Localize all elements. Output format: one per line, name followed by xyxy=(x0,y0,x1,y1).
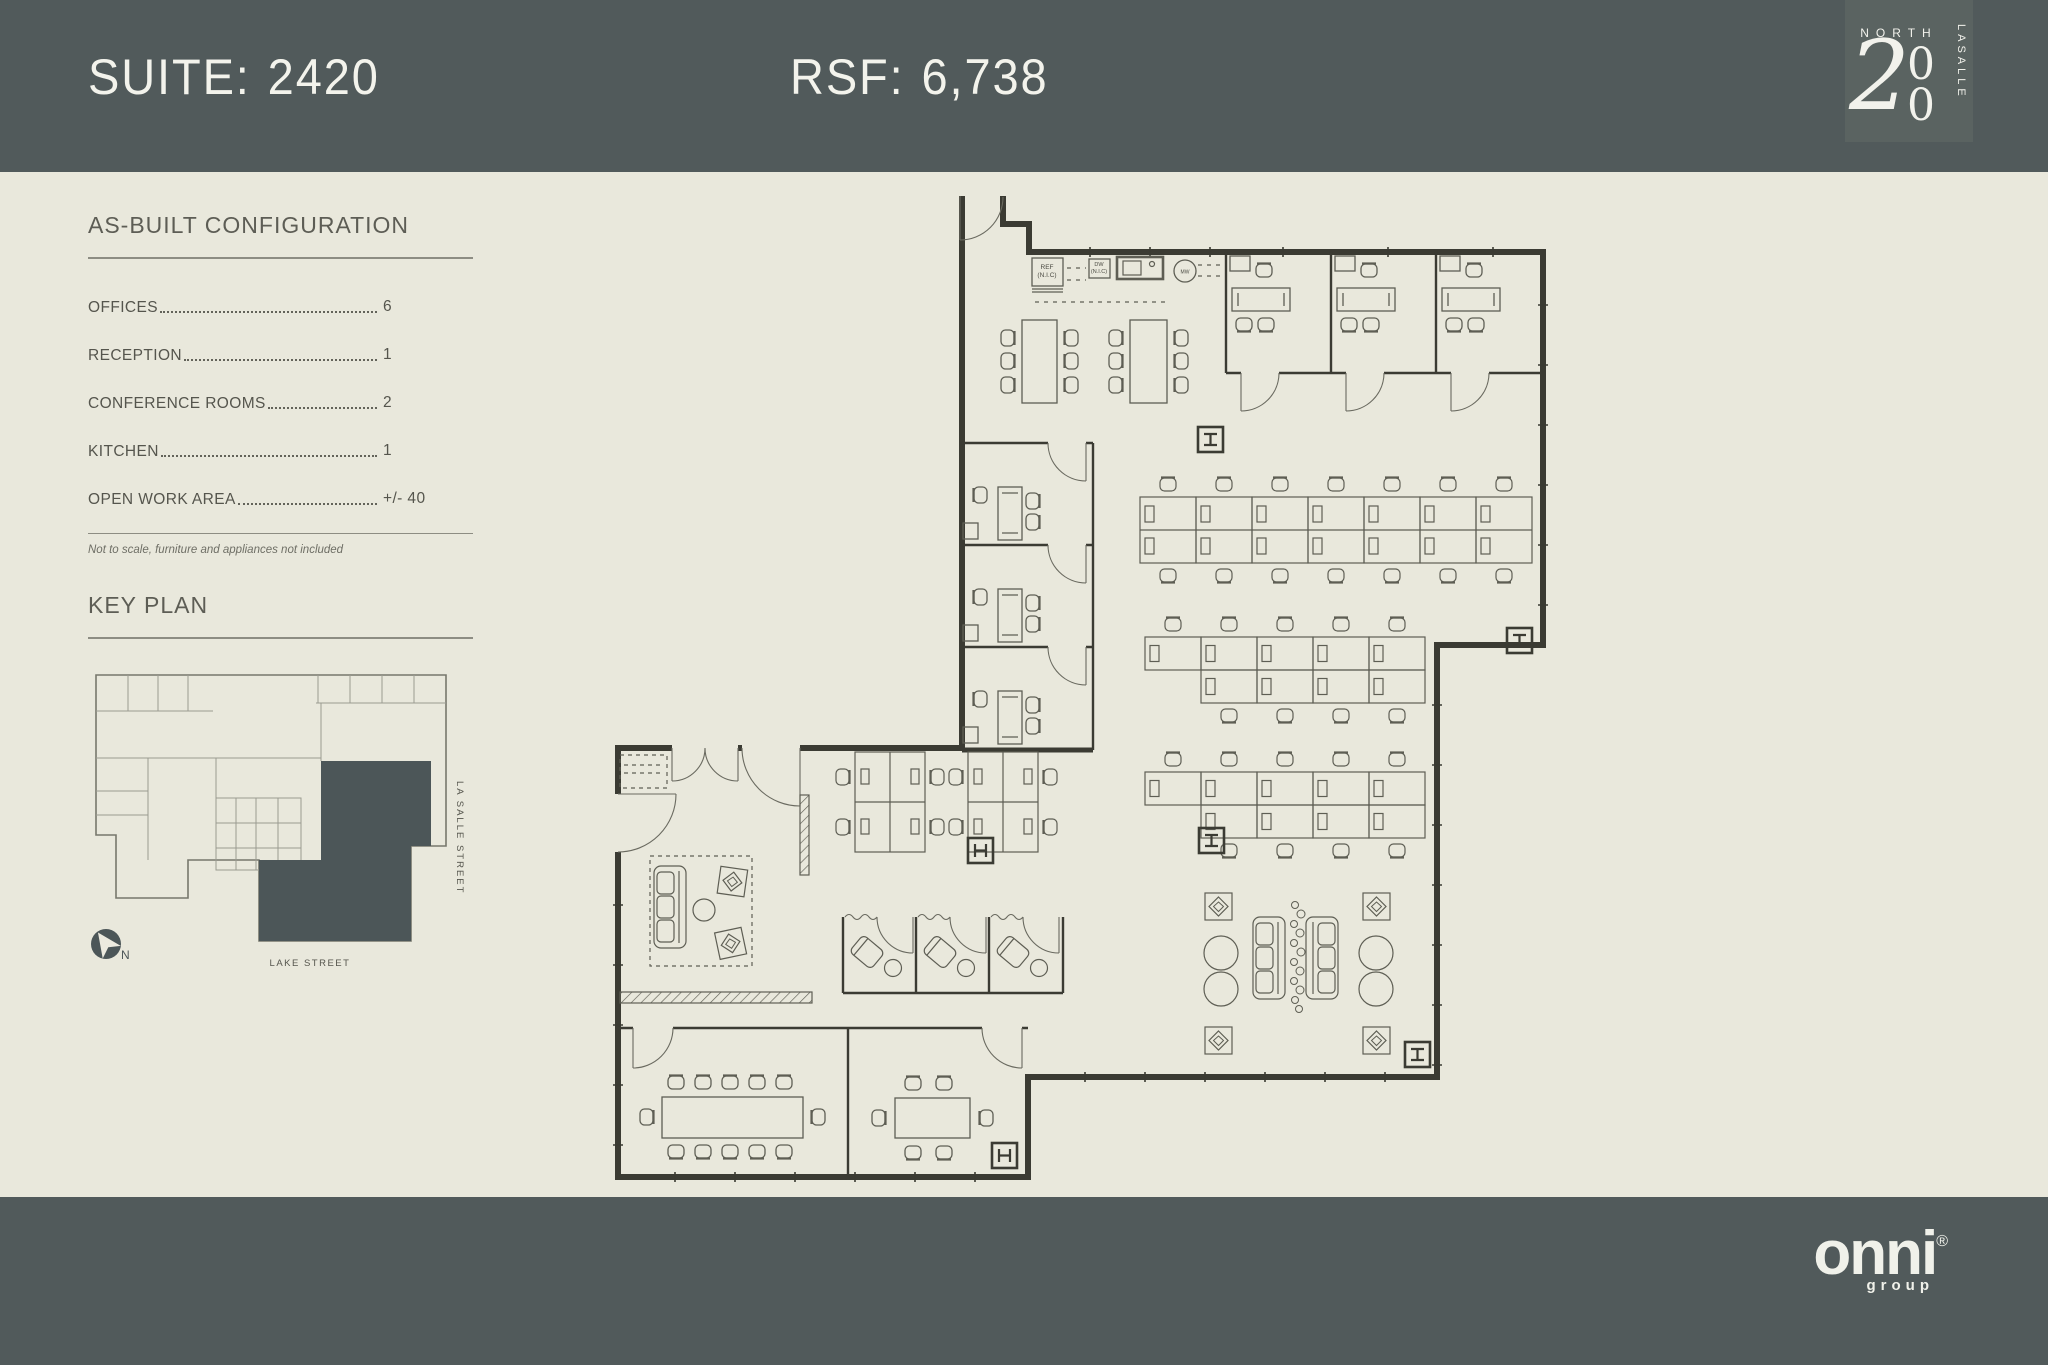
rsf-label: RSF: xyxy=(790,49,905,105)
phone-booths xyxy=(848,933,1049,978)
planter xyxy=(1290,901,1306,1013)
divider xyxy=(88,257,473,259)
top-offices-furniture xyxy=(1229,255,1501,333)
divider xyxy=(88,533,473,534)
config-label: RECEPTION xyxy=(88,347,183,364)
disclaimer-note: Not to scale, furniture and appliances n… xyxy=(88,544,344,556)
office xyxy=(962,485,1041,541)
suite-label: SUITE: xyxy=(88,49,251,105)
north-label: N xyxy=(121,948,130,962)
office xyxy=(962,587,1041,643)
coffee-table xyxy=(692,898,716,922)
config-row-open-work: OPEN WORK AREA +/- 40 xyxy=(88,461,473,509)
office xyxy=(1229,255,1291,333)
keyplan-title: KEY PLAN xyxy=(88,592,209,618)
config-row-reception: RECEPTION 1 xyxy=(88,317,473,365)
reception-sofa xyxy=(653,865,687,949)
north-arrow: N xyxy=(91,929,130,962)
millwork-hatch xyxy=(619,991,813,1004)
building-logo-numeral: 2 xyxy=(1849,20,1911,132)
divider xyxy=(88,637,473,639)
conference-rooms xyxy=(638,1074,995,1161)
onni-logo: onni® group xyxy=(1813,1223,1948,1295)
rsf-title: RSF: 6,738 xyxy=(790,48,1049,106)
logo-zero-bottom: 0 xyxy=(1907,80,1935,131)
suite-title: SUITE: 2420 xyxy=(88,48,380,106)
building-logo-zeros: 0 0 xyxy=(1907,43,1935,128)
building-logo-north: NORTH xyxy=(1860,26,1938,40)
leader-dots xyxy=(184,359,377,361)
ref-label-line2: (N.I.C) xyxy=(1037,272,1056,279)
config-value: 1 xyxy=(383,442,393,459)
sidebar: AS-BUILT CONFIGURATION OFFICES 6 RECEPTI… xyxy=(88,212,473,983)
cafe-table xyxy=(1021,319,1058,404)
team-lounge xyxy=(1203,892,1394,1055)
floor-plan-svg: REF (N.I.C) DW (N.I.C) MW xyxy=(613,196,1548,1182)
config-row-conference: CONFERENCE ROOMS 2 xyxy=(88,365,473,413)
leader-dots xyxy=(237,503,377,505)
kitchen-sink xyxy=(1115,255,1165,281)
registered-mark: ® xyxy=(1936,1233,1948,1250)
config-label: OFFICES xyxy=(88,299,158,316)
config-row-offices: OFFICES 6 xyxy=(88,269,473,317)
keyplan-suite-highlight xyxy=(259,761,431,941)
header-band: SUITE: 2420 RSF: 6,738 NORTH 2 0 0 LASALLE xyxy=(0,0,2048,172)
reception-lounge xyxy=(619,754,813,1004)
dw-label-line1: DW xyxy=(1094,262,1104,268)
config-label: OPEN WORK AREA xyxy=(88,491,236,508)
column-markers xyxy=(966,425,1534,1170)
cafe-table xyxy=(1129,319,1168,404)
leader-dots xyxy=(160,455,377,457)
keyplan-interior-lines xyxy=(96,675,446,871)
config-label: KITCHEN xyxy=(88,443,159,460)
config-value: 6 xyxy=(383,298,393,315)
building-logo-lasalle: LASALLE xyxy=(1955,24,1967,100)
refrigerator xyxy=(1031,257,1064,287)
rsf-value: 6,738 xyxy=(921,49,1049,105)
config-row-kitchen: KITCHEN 1 xyxy=(88,413,473,461)
leader-dots xyxy=(267,407,377,409)
area-rug xyxy=(649,855,753,967)
conference-table-large xyxy=(661,1096,804,1139)
interior-walls xyxy=(618,252,1541,1177)
mw-label: MW xyxy=(1181,270,1190,276)
office xyxy=(962,689,1041,745)
dw-label-line2: (N.I.C) xyxy=(1091,269,1107,275)
street-label-lake: LAKE STREET xyxy=(270,958,351,969)
config-value: 2 xyxy=(383,394,393,411)
kitchen-area: REF (N.I.C) DW (N.I.C) MW xyxy=(999,255,1222,404)
ref-label-line1: REF xyxy=(1041,264,1054,271)
key-plan-svg: N LA SALLE STREET LAKE STREET xyxy=(91,674,465,969)
conference-table-small xyxy=(894,1097,971,1139)
config-value: +/- 40 xyxy=(383,490,426,507)
config-label: CONFERENCE ROOMS xyxy=(88,395,266,412)
street-label-lasalle: LA SALLE STREET xyxy=(454,781,465,894)
config-title: AS-BUILT CONFIGURATION xyxy=(88,212,410,238)
onni-brand: onni xyxy=(1813,1219,1938,1288)
coat-closet xyxy=(619,754,668,789)
wing-wall-hatch xyxy=(799,794,810,876)
left-offices-furniture xyxy=(962,485,1041,745)
footer-band xyxy=(0,1197,2048,1365)
onni-group-label: group xyxy=(1866,1277,1934,1294)
office xyxy=(1439,255,1501,333)
dishwasher xyxy=(1088,258,1111,279)
config-value: 1 xyxy=(383,346,393,363)
building-logo: NORTH 2 0 0 LASALLE xyxy=(1845,0,1973,142)
leader-dots xyxy=(159,311,377,313)
suite-exterior-walls xyxy=(613,196,1548,1182)
suite-number: 2420 xyxy=(267,49,380,105)
office xyxy=(1334,255,1396,333)
workstation-rows xyxy=(834,476,1533,859)
kitchen-appliance-circle xyxy=(1173,259,1197,283)
logo-zero-top: 0 xyxy=(1907,39,1935,90)
doors xyxy=(617,196,1490,1069)
